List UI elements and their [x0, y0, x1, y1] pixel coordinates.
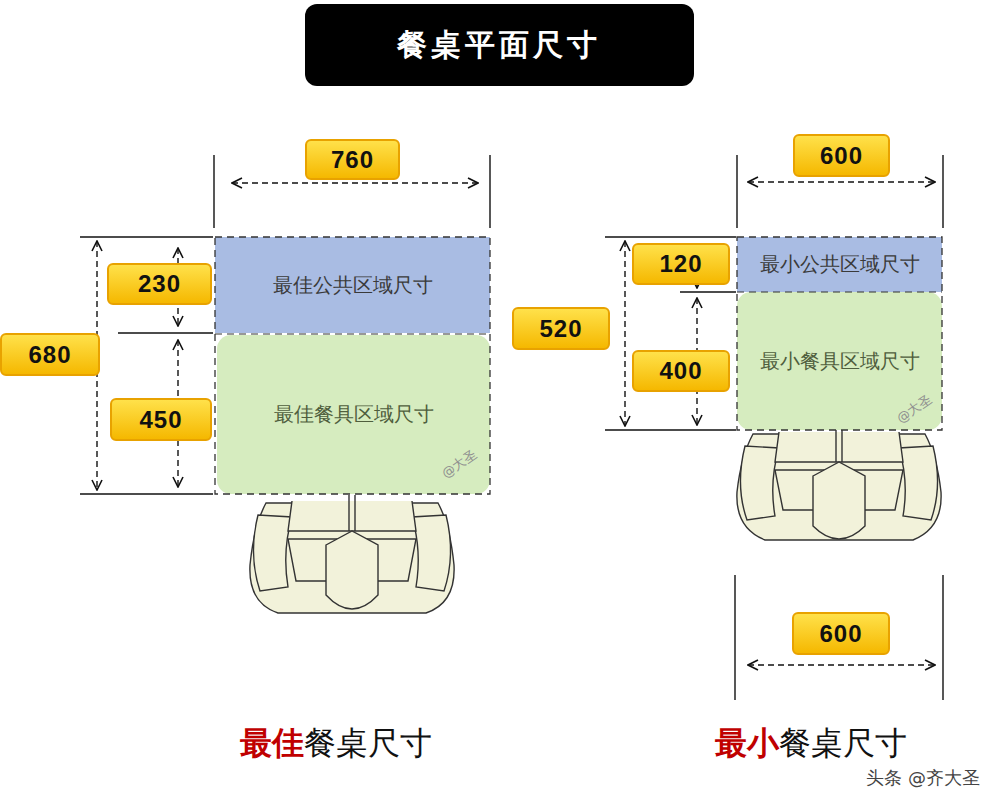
- table-outline: [215, 237, 490, 494]
- caption-emphasis: 最佳: [240, 722, 304, 766]
- public-zone: 最佳公共区域尺寸: [215, 237, 490, 333]
- credit-watermark: 头条 @齐大圣: [863, 766, 983, 790]
- dimension-value: 230: [107, 263, 212, 305]
- public-zone-fill: [737, 237, 942, 292]
- title-box: 餐桌平面尺寸: [305, 4, 694, 86]
- caption-text: 餐桌尺寸: [779, 722, 907, 766]
- zone-label: 最佳餐具区域尺寸: [274, 401, 434, 428]
- zone-label: 最佳公共区域尺寸: [273, 272, 433, 299]
- dimension-value: 600: [792, 612, 890, 655]
- zone-label: 最小公共区域尺寸: [760, 251, 920, 278]
- public-zone-fill: [215, 237, 490, 333]
- person-figure: [737, 430, 941, 540]
- dimension-value: 600: [793, 134, 890, 177]
- zone-label: 最小餐具区域尺寸: [760, 348, 920, 375]
- dimension-value: 400: [632, 350, 730, 392]
- title: 餐桌平面尺寸: [397, 25, 601, 66]
- dimension-arrows: [97, 182, 935, 665]
- dimension-lines: [80, 155, 943, 700]
- dimension-value: 520: [512, 307, 610, 350]
- dimension-value: 680: [0, 333, 100, 376]
- table-outline: [737, 237, 942, 430]
- dimension-value: 120: [632, 243, 730, 285]
- tableware-zone-fill: [737, 292, 942, 430]
- public-zone: 最小公共区域尺寸: [737, 237, 942, 292]
- dimension-value: 450: [110, 398, 212, 441]
- caption-row: 最佳餐桌尺寸: [240, 722, 432, 766]
- caption-emphasis: 最小: [715, 722, 779, 766]
- caption-text: 餐桌尺寸: [304, 722, 432, 766]
- tableware-zone-fill: [217, 335, 490, 494]
- caption-row: 最小餐桌尺寸: [715, 722, 907, 766]
- person-figure: [250, 495, 454, 613]
- dimension-value: 760: [305, 139, 400, 180]
